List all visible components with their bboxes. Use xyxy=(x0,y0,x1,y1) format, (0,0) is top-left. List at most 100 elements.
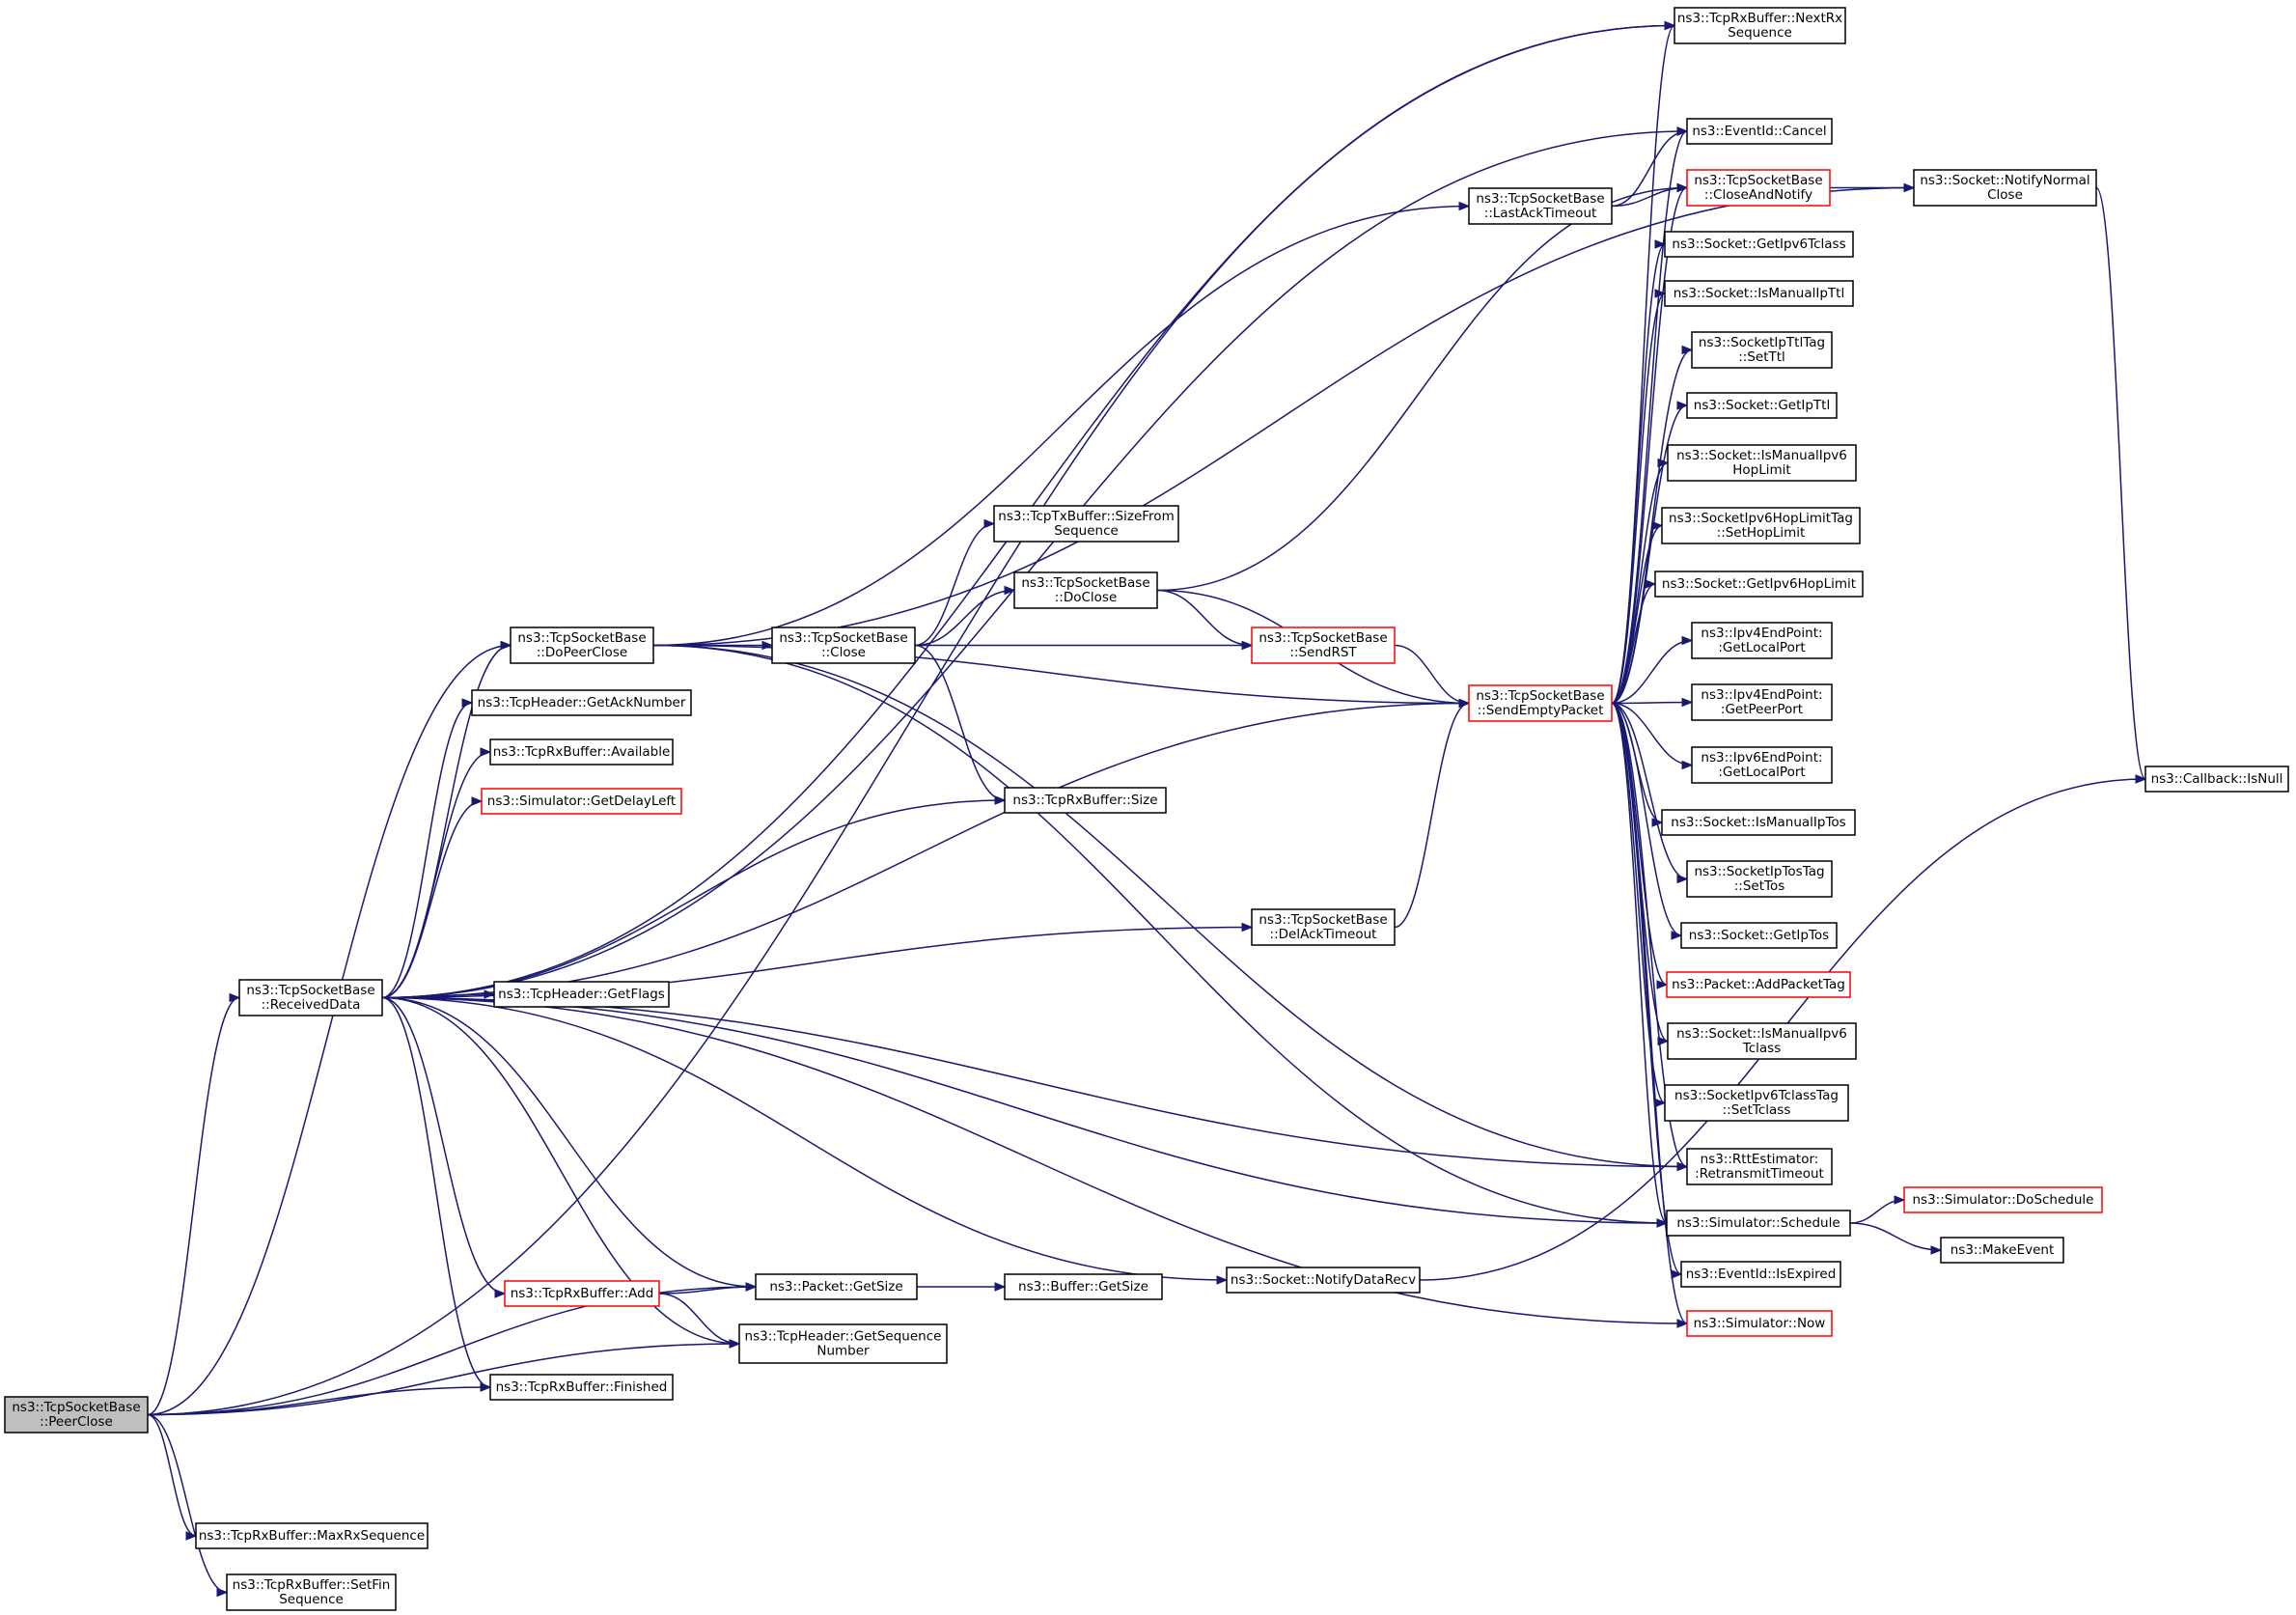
node-label: ns3::TcpRxBuffer::Add xyxy=(511,1286,654,1301)
node-buffergetsize[interactable]: ns3::Buffer::GetSize xyxy=(1004,1273,1163,1300)
node-label: ns3::EventId::IsExpired xyxy=(1686,1267,1837,1282)
edge-line xyxy=(1611,524,1663,705)
edge-arrowhead xyxy=(471,796,484,806)
node-label: ::SetTos xyxy=(1734,878,1785,894)
node-ismanualiptos[interactable]: ns3::Socket::IsManualIpTos xyxy=(1661,809,1856,836)
node-notifydatarecv[interactable]: ns3::Socket::NotifyDataRecv xyxy=(1226,1267,1421,1294)
node-rxadd[interactable]: ns3::TcpRxBuffer::Add xyxy=(504,1280,660,1307)
node-getipttl[interactable]: ns3::Socket::GetIpTtl xyxy=(1686,392,1838,419)
node-getipv6tclass[interactable]: ns3::Socket::GetIpv6Tclass xyxy=(1664,231,1854,258)
edge-line xyxy=(381,800,483,999)
node-label: ns3::TcpRxBuffer::SetFin xyxy=(233,1577,391,1593)
edge-close-to-txsizefrom xyxy=(914,518,996,647)
edge-arrowhead xyxy=(1676,126,1689,136)
node-settos[interactable]: ns3::SocketIpTosTag::SetTos xyxy=(1686,860,1833,898)
edge-arrowhead xyxy=(1681,345,1694,355)
node-label: ::PeerClose xyxy=(40,1414,113,1430)
node-sendempty[interactable]: ns3::TcpSocketBase::SendEmptyPacket xyxy=(1468,684,1613,722)
node-label: ns3::Simulator::Schedule xyxy=(1676,1215,1840,1231)
node-setttl[interactable]: ns3::SocketIpTtlTag::SetTtl xyxy=(1691,331,1833,369)
node-getdelayleft[interactable]: ns3::Simulator::GetDelayLeft xyxy=(481,788,682,815)
edge-line xyxy=(381,996,1688,1324)
node-pktgetsize[interactable]: ns3::Packet::GetSize xyxy=(755,1273,918,1300)
node-sethoplimit[interactable]: ns3::SocketIpv6HopLimitTag::SetHopLimit xyxy=(1661,507,1861,544)
edge-notifynormalclose-to-isnull xyxy=(2095,186,2147,784)
node-evcancel[interactable]: ns3::EventId::Cancel xyxy=(1686,118,1833,145)
edge-close-to-doclose xyxy=(914,585,1016,647)
node-lastacktimeout[interactable]: ns3::TcpSocketBase::LastAckTimeout xyxy=(1468,187,1613,225)
node-closeandnotify[interactable]: ns3::TcpSocketBase::CloseAndNotify xyxy=(1686,169,1831,207)
edge-line xyxy=(1611,702,1682,936)
node-box xyxy=(489,1374,674,1401)
node-schedule[interactable]: ns3::Simulator::Schedule xyxy=(1666,1210,1851,1237)
edge-line xyxy=(381,702,1470,999)
node-ipv6localport[interactable]: ns3::Ipv6EndPoint::GetLocalPort xyxy=(1691,746,1833,784)
node-label: ::DoPeerClose xyxy=(537,645,627,660)
edge-line xyxy=(1849,1222,1942,1251)
node-dopeerclose[interactable]: ns3::TcpSocketBase::DoPeerClose xyxy=(510,627,654,664)
edge-sendempty-to-getiptos xyxy=(1611,702,1683,940)
node-retransmittimeout[interactable]: ns3::RttEstimator::RetransmitTimeout xyxy=(1686,1148,1833,1185)
edge-line xyxy=(1394,702,1470,929)
edge-line xyxy=(1611,583,1656,705)
edge-line xyxy=(381,996,757,1288)
node-label: ns3::RttEstimator: xyxy=(1701,1152,1819,1167)
edge-arrowhead xyxy=(1676,874,1689,884)
edge-line xyxy=(147,644,512,1416)
edge-sendempty-to-schedule xyxy=(1611,702,1669,1228)
edge-sendrst-to-sendempty xyxy=(1394,644,1471,709)
node-receiveddata[interactable]: ns3::TcpSocketBase::ReceivedData xyxy=(238,979,383,1016)
edge-arrowhead xyxy=(1671,1269,1683,1279)
node-finished[interactable]: ns3::TcpRxBuffer::Finished xyxy=(489,1374,674,1401)
node-sendrst[interactable]: ns3::TcpSocketBase::SendRST xyxy=(1251,627,1396,664)
node-delacktimeout[interactable]: ns3::TcpSocketBase::DelAckTimeout xyxy=(1251,908,1396,946)
edge-arrowhead xyxy=(1651,520,1664,531)
node-ipv4peerport[interactable]: ns3::Ipv4EndPoint::GetPeerPort xyxy=(1691,683,1833,721)
edge-sendempty-to-closeandnotify xyxy=(1611,182,1689,705)
node-rxsize[interactable]: ns3::TcpRxBuffer::Size xyxy=(1004,787,1167,814)
node-getipv6hop[interactable]: ns3::Socket::GetIpv6HopLimit xyxy=(1654,571,1864,598)
edge-arrowhead xyxy=(1458,698,1471,709)
node-makeevent[interactable]: ns3::MakeEvent xyxy=(1940,1237,2064,1264)
edge-line xyxy=(1611,701,1693,705)
node-label: ns3::TcpSocketBase xyxy=(1259,912,1387,928)
node-box xyxy=(771,627,916,664)
node-isexpired[interactable]: ns3::EventId::IsExpired xyxy=(1680,1261,1841,1288)
edge-arrowhead xyxy=(745,1282,758,1292)
node-simnow[interactable]: ns3::Simulator::Now xyxy=(1686,1310,1833,1337)
edge-line xyxy=(147,1386,491,1416)
node-isnull[interactable]: ns3::Callback::IsNull xyxy=(2144,766,2289,793)
node-settclass[interactable]: ns3::SocketIpv6TclassTag::SetTclass xyxy=(1664,1084,1849,1122)
node-getflags[interactable]: ns3::TcpHeader::GetFlags xyxy=(493,981,670,1008)
node-box xyxy=(1686,1148,1833,1185)
edge-receiveddata-to-getdelayleft xyxy=(381,796,484,999)
edge-arrowhead xyxy=(1671,931,1683,940)
node-maxrxseq[interactable]: ns3::TcpRxBuffer::MaxRxSequence xyxy=(195,1522,429,1549)
node-box xyxy=(1661,507,1861,544)
edge-sendempty-to-ipv4localport xyxy=(1611,635,1694,705)
node-ismanualipttl[interactable]: ns3::Socket::IsManualIpTtl xyxy=(1664,280,1854,307)
node-peerclose[interactable]: ns3::TcpSocketBase::PeerClose xyxy=(4,1396,149,1434)
node-getiptos[interactable]: ns3::Socket::GetIpTos xyxy=(1680,922,1838,949)
node-available[interactable]: ns3::TcpRxBuffer::Available xyxy=(489,738,674,766)
node-doschedule[interactable]: ns3::Simulator::DoSchedule xyxy=(1903,1186,2103,1213)
node-ipv4localport[interactable]: ns3::Ipv4EndPoint::GetLocalPort xyxy=(1691,622,1833,659)
edge-rxadd-to-getseqnum xyxy=(658,1293,741,1349)
node-doclose[interactable]: ns3::TcpSocketBase::DoClose xyxy=(1013,571,1158,609)
node-label: ns3::Socket::GetIpTtl xyxy=(1694,398,1830,413)
node-getacknumber[interactable]: ns3::TcpHeader::GetAckNumber xyxy=(471,689,692,716)
edge-line xyxy=(381,996,1668,1224)
node-label: ::LastAckTimeout xyxy=(1484,206,1597,221)
edge-sendempty-to-evcancel xyxy=(1611,126,1689,705)
node-box xyxy=(471,689,692,716)
node-addpackettag[interactable]: ns3::Packet::AddPacketTag xyxy=(1666,971,1851,998)
node-label: ns3::TcpRxBuffer::Size xyxy=(1012,793,1157,808)
node-close[interactable]: ns3::TcpSocketBase::Close xyxy=(771,627,916,664)
